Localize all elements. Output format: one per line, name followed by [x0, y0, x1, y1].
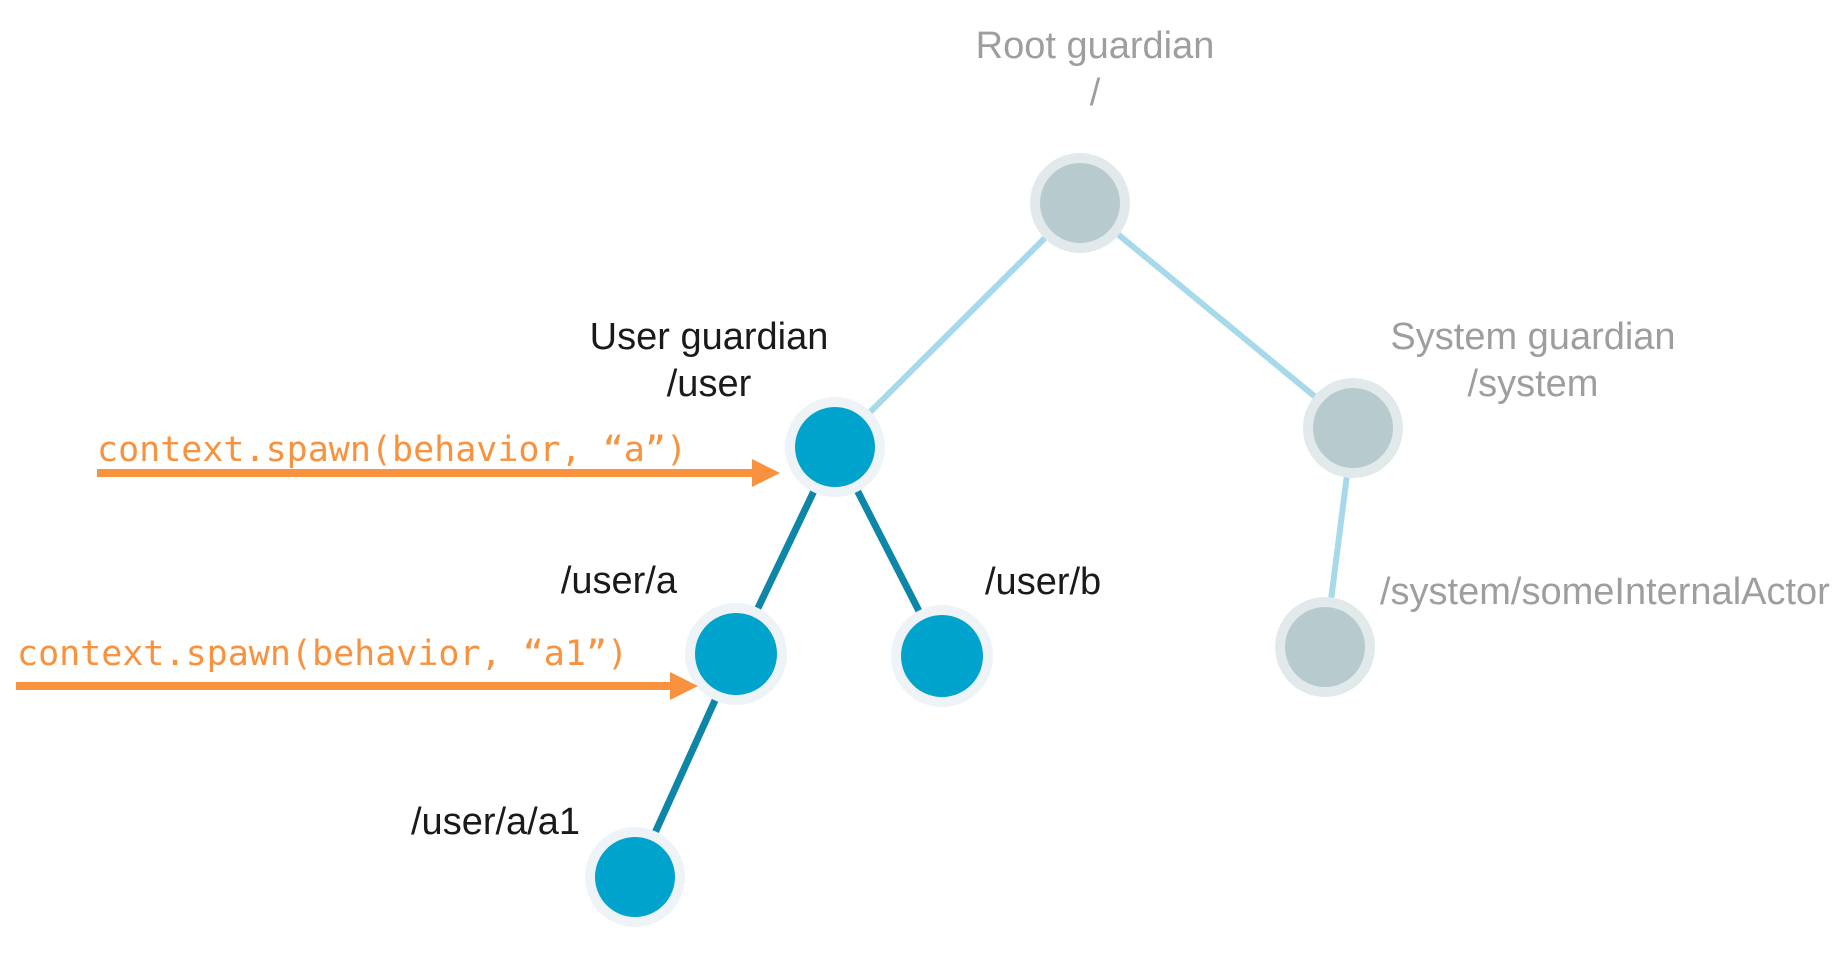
- spawn-a-code: context.spawn(behavior, “a”): [97, 430, 688, 470]
- node-circle: [1285, 607, 1365, 687]
- node-circle: [695, 613, 777, 695]
- node-user-b: [891, 605, 993, 707]
- system-guardian-title: System guardian: [1390, 316, 1676, 358]
- node-circle: [1040, 163, 1120, 243]
- root-guardian-label: Root guardian /: [895, 23, 1295, 117]
- node-circle: [795, 407, 875, 487]
- node-system-guardian: [1303, 378, 1403, 478]
- system-internal-label: /system/someInternalActor: [1380, 571, 1830, 613]
- spawn-a1-arrow: [16, 672, 698, 700]
- root-guardian-path: /: [1089, 72, 1101, 114]
- arrow-head: [670, 672, 698, 700]
- node-user-guardian: [785, 397, 885, 497]
- system-guardian-path: /system: [1467, 363, 1599, 405]
- system-guardian-label: System guardian /system: [1333, 314, 1733, 408]
- arrow-head: [752, 459, 780, 487]
- user-guardian-title: User guardian: [589, 316, 829, 358]
- user-guardian-path: /user: [666, 363, 752, 405]
- node-circle: [901, 615, 983, 697]
- node-root-guardian: [1030, 153, 1130, 253]
- edge-root-to-system: [1077, 200, 1356, 431]
- node-user-a-a1: [585, 827, 685, 927]
- edge-root-to-user: [832, 200, 1083, 450]
- user-guardian-label: User guardian /user: [509, 314, 909, 408]
- node-circle: [1313, 388, 1393, 468]
- spawn-a1-code: context.spawn(behavior, “a1”): [17, 634, 629, 674]
- node-system-internal-actor: [1275, 597, 1375, 697]
- root-guardian-title: Root guardian: [975, 25, 1215, 67]
- spawn-a-arrow: [97, 459, 780, 487]
- node-circle: [595, 837, 675, 917]
- user-a-label: /user/a: [560, 560, 677, 602]
- node-user-a: [685, 603, 787, 705]
- user-a-a1-label: /user/a/a1: [411, 801, 580, 843]
- user-b-label: /user/b: [985, 561, 1102, 603]
